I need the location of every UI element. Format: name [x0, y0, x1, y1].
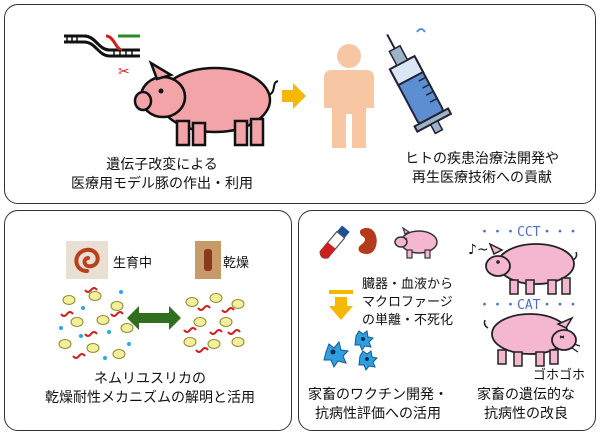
- molecules-dry-diagram: [183, 293, 245, 353]
- bottom-left-caption-line1: ネムリユスリカの: [94, 371, 206, 387]
- growing-label: 生育中: [113, 256, 153, 271]
- larva-growing-image: [66, 241, 108, 279]
- top-left-caption-line2: 医療用モデル豚の作出・利用: [71, 176, 253, 192]
- small-pig-icon: [394, 226, 438, 259]
- bottom-right-caption-right-line1: 家畜の遺伝的な: [477, 387, 575, 403]
- pig-image: [133, 60, 279, 147]
- larva-dry-image: [195, 241, 221, 279]
- human-figure: [324, 44, 374, 148]
- molecules-hydrated-diagram: [58, 287, 134, 360]
- svg-text:♪~: ♪~: [468, 242, 489, 258]
- arrow-right-icon: [282, 83, 306, 109]
- bottom-right-caption-left-line1: 家畜のワクチン開発・: [308, 387, 448, 403]
- method-text-line1: 臓器・血液から: [362, 277, 454, 292]
- cough-label: ゴホゴホ: [533, 368, 586, 383]
- dna-editing-icon: ✂: [64, 34, 140, 80]
- top-right-caption-line1: ヒトの疾患治療法開発や: [405, 151, 559, 167]
- blood-tube-icon: [319, 225, 350, 259]
- double-arrow-icon: [127, 306, 181, 330]
- healthy-pig-image: [485, 242, 578, 295]
- sick-pig-image: [483, 313, 581, 367]
- method-text-line2: マクロファージ: [362, 295, 453, 310]
- arrow-down-icon: [329, 290, 353, 320]
- codon-bottom-label: ・・・CAT・・・: [478, 294, 579, 313]
- top-right-caption-line2: 再生医療技術への貢献: [412, 170, 552, 186]
- method-text-line3: の単離・不死化: [362, 313, 454, 328]
- syringe-icon: [386, 28, 453, 135]
- macrophage-cells-image: [323, 330, 379, 372]
- codon-bottom-text: ・・・CAT・・・: [478, 298, 580, 313]
- organ-icon: [358, 228, 377, 254]
- top-panel: [4, 4, 596, 204]
- bottom-right-caption-left-line2: 抗病性評価への活用: [315, 406, 441, 422]
- svg-text:✂: ✂: [118, 64, 130, 80]
- codon-top-text: ・・・CCT・・・: [478, 225, 580, 240]
- bottom-right-caption-right-line2: 抗病性の改良: [484, 406, 568, 422]
- music-note-icon: ♪~: [468, 242, 489, 258]
- top-left-caption-line1: 遺伝子改変による: [106, 157, 218, 173]
- codon-top-label: ・・・CCT・・・: [478, 221, 579, 240]
- bottom-left-caption-line2: 乾燥耐性メカニズムの解明と活用: [45, 390, 255, 406]
- dry-label: 乾燥: [223, 256, 250, 271]
